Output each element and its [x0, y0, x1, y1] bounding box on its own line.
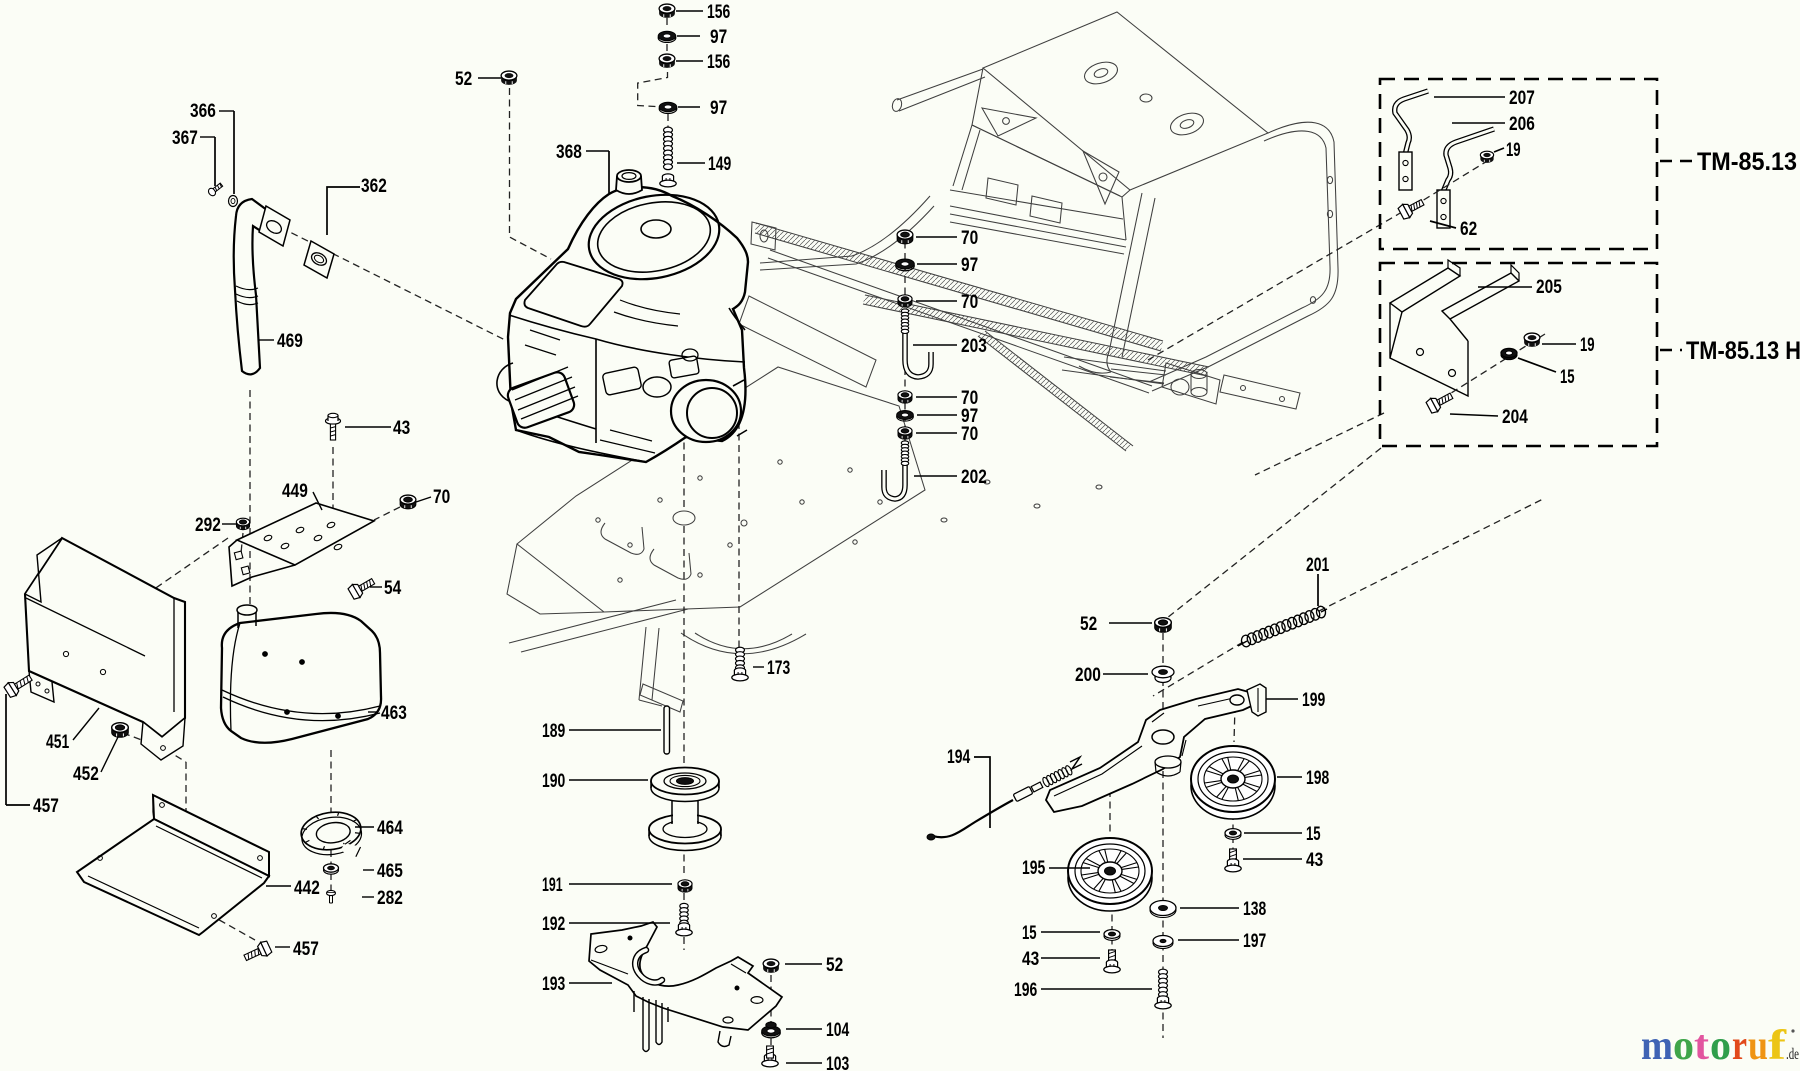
svg-text:202: 202 [961, 466, 987, 488]
svg-text:o: o [1673, 1023, 1694, 1069]
svg-text:97: 97 [710, 97, 727, 119]
svg-text:195: 195 [1022, 857, 1045, 879]
svg-text:62: 62 [1460, 218, 1477, 240]
svg-text:15: 15 [1306, 823, 1321, 845]
svg-text:52: 52 [1080, 613, 1097, 635]
svg-text:190: 190 [542, 770, 565, 792]
svg-text:368: 368 [556, 141, 582, 163]
svg-text:189: 189 [542, 720, 565, 742]
svg-text:70: 70 [961, 423, 978, 445]
svg-text:205: 205 [1536, 276, 1562, 298]
svg-text:TM-85.13 H: TM-85.13 H [1686, 337, 1800, 365]
svg-text:f: f [1768, 1023, 1787, 1069]
svg-text:452: 452 [73, 763, 99, 785]
svg-text:199: 199 [1302, 689, 1325, 711]
svg-text:463: 463 [381, 702, 407, 724]
svg-text:97: 97 [961, 254, 978, 276]
svg-text:70: 70 [961, 387, 978, 409]
svg-text:457: 457 [293, 938, 319, 960]
svg-text:70: 70 [961, 227, 978, 249]
svg-text:200: 200 [1075, 664, 1101, 686]
svg-text:.de: .de [1786, 1046, 1799, 1063]
svg-text:t: t [1694, 1023, 1709, 1069]
svg-text:97: 97 [710, 26, 727, 48]
svg-text:192: 192 [542, 913, 565, 935]
svg-text:o: o [1710, 1023, 1731, 1069]
svg-text:201: 201 [1306, 554, 1329, 576]
svg-text:r: r [1732, 1023, 1747, 1069]
svg-text:197: 197 [1243, 930, 1266, 952]
svg-text:19: 19 [1506, 139, 1521, 161]
svg-text:442: 442 [294, 877, 320, 899]
svg-text:54: 54 [384, 577, 401, 599]
svg-text:194: 194 [947, 746, 970, 768]
svg-text:138: 138 [1243, 898, 1266, 920]
svg-text:207: 207 [1509, 87, 1535, 109]
svg-text:15: 15 [1022, 922, 1037, 944]
svg-text:362: 362 [361, 175, 387, 197]
svg-text:u: u [1748, 1023, 1768, 1069]
svg-text:43: 43 [1306, 849, 1323, 871]
svg-text:196: 196 [1014, 979, 1037, 1001]
svg-text:367: 367 [172, 127, 198, 149]
svg-text:464: 464 [377, 817, 403, 839]
svg-text:156: 156 [707, 1, 730, 23]
svg-text:457: 457 [33, 795, 59, 817]
svg-text:70: 70 [961, 291, 978, 313]
svg-text:TM-85.13: TM-85.13 [1697, 148, 1797, 176]
svg-text:292: 292 [195, 514, 221, 536]
svg-text:469: 469 [277, 330, 303, 352]
svg-text:193: 193 [542, 973, 565, 995]
svg-text:52: 52 [455, 68, 472, 90]
svg-text:198: 198 [1306, 767, 1329, 789]
svg-text:52: 52 [826, 954, 843, 976]
svg-text:15: 15 [1560, 366, 1575, 388]
svg-text:203: 203 [961, 335, 987, 357]
svg-text:465: 465 [377, 860, 403, 882]
svg-text:449: 449 [282, 480, 308, 502]
svg-text:191: 191 [542, 874, 563, 896]
svg-text:m: m [1641, 1023, 1673, 1069]
svg-text:19: 19 [1580, 334, 1595, 356]
svg-text:149: 149 [708, 153, 731, 175]
svg-text:70: 70 [433, 486, 450, 508]
svg-text:43: 43 [393, 417, 410, 439]
svg-text:156: 156 [707, 51, 730, 73]
svg-text:104: 104 [826, 1019, 849, 1041]
svg-text:103: 103 [826, 1053, 849, 1071]
svg-text:43: 43 [1022, 948, 1039, 970]
svg-text:97: 97 [961, 405, 978, 427]
svg-text:451: 451 [46, 731, 69, 753]
svg-text:282: 282 [377, 887, 403, 909]
svg-text:206: 206 [1509, 113, 1535, 135]
svg-text:204: 204 [1502, 406, 1528, 428]
svg-text:366: 366 [190, 100, 216, 122]
svg-text:173: 173 [767, 657, 790, 679]
